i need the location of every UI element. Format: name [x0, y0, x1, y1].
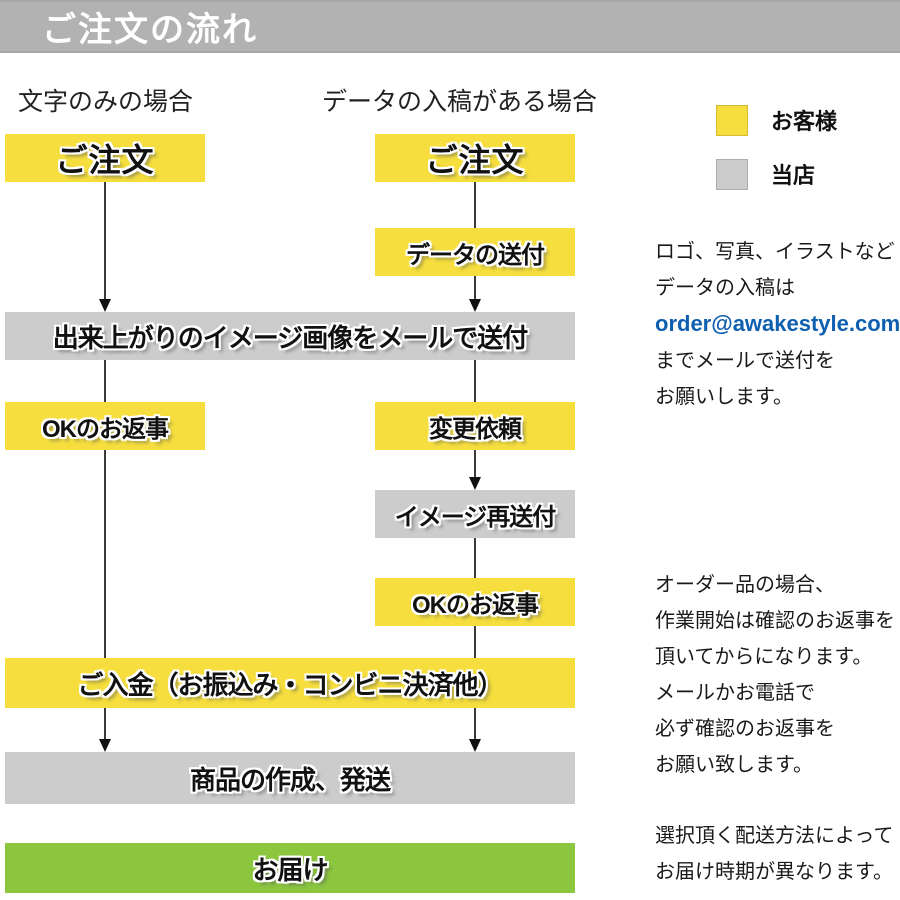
- flow-connector: [474, 450, 476, 480]
- step-label: イメージ再送付: [394, 503, 557, 531]
- shop-color-swatch: [716, 158, 748, 190]
- step-label: お届け: [252, 854, 328, 885]
- step-label: OKのお返事: [42, 415, 169, 443]
- note-shipping-time: 選択頂く配送方法によって お届け時期が異なります。: [655, 818, 900, 890]
- flow-connector: [474, 538, 476, 578]
- arrow-down-icon: [99, 299, 111, 312]
- note-line: データの入稿は: [655, 277, 795, 299]
- step-data-send: データの送付: [375, 228, 575, 276]
- page-title: ご注文の流れ: [42, 11, 258, 49]
- customer-color-swatch: [716, 104, 748, 136]
- arrow-down-icon: [99, 739, 111, 752]
- step-production-shipping: 商品の作成、発送: [5, 752, 575, 804]
- legend: お客様 当店: [716, 104, 837, 212]
- legend-item-customer: お客様: [716, 104, 837, 136]
- note-line: 選択頂く配送方法によって: [655, 825, 894, 847]
- note-line: お願い致します。: [655, 754, 813, 776]
- page-header: ご注文の流れ: [0, 0, 900, 53]
- step-label: OKのお返事: [412, 591, 539, 619]
- note-data-upload: ロゴ、写真、イラストなど データの入稿は order@awakestyle.co…: [655, 234, 900, 415]
- flow-connector: [474, 276, 476, 302]
- step-delivery: お届け: [5, 843, 575, 893]
- email-link[interactable]: order@awakestyle.com: [655, 311, 900, 336]
- note-line: 必ず確認のお返事を: [655, 718, 835, 740]
- note-line: までメールで送付を: [655, 350, 835, 372]
- step-order-left: ご注文: [5, 134, 205, 182]
- arrow-down-icon: [469, 477, 481, 490]
- step-ok-reply-right: OKのお返事: [375, 578, 575, 626]
- step-image-mail: 出来上がりのイメージ画像をメールで送付: [5, 312, 575, 360]
- flow-connector: [474, 182, 476, 228]
- note-line: メールかお電話で: [655, 682, 815, 704]
- step-label: ご入金（お振込み・コンビニ決済他）: [77, 669, 503, 700]
- step-label: ご注文: [425, 142, 525, 178]
- column-header-text-only: 文字のみの場合: [18, 88, 194, 116]
- step-ok-reply-left: OKのお返事: [5, 402, 205, 450]
- note-line: オーダー品の場合、: [655, 574, 835, 596]
- step-label: ご注文: [55, 142, 155, 178]
- legend-label-customer: お客様: [771, 109, 838, 134]
- step-label: 商品の作成、発送: [189, 764, 391, 795]
- flow-connector: [474, 360, 476, 402]
- note-order-confirmation: オーダー品の場合、 作業開始は確認のお返事を 頂いてからになります。 メールかお…: [655, 567, 900, 783]
- step-payment: ご入金（お振込み・コンビニ決済他）: [5, 658, 575, 708]
- step-label: 出来上がりのイメージ画像をメールで送付: [52, 322, 528, 353]
- note-line: 頂いてからになります。: [655, 646, 873, 668]
- step-order-right: ご注文: [375, 134, 575, 182]
- note-line: 作業開始は確認のお返事を: [655, 610, 895, 632]
- legend-item-shop: 当店: [716, 158, 837, 190]
- flow-connector: [104, 182, 106, 300]
- legend-label-shop: 当店: [771, 163, 816, 188]
- note-line: ロゴ、写真、イラストなど: [655, 241, 895, 263]
- column-header-with-data: データの入稿がある場合: [322, 88, 598, 116]
- arrow-down-icon: [469, 299, 481, 312]
- arrow-down-icon: [469, 739, 481, 752]
- step-change-request: 変更依頼: [375, 402, 575, 450]
- step-image-resend: イメージ再送付: [375, 490, 575, 538]
- step-label: データの送付: [406, 241, 545, 269]
- note-line: お届け時期が異なります。: [655, 861, 893, 883]
- flow-connector: [104, 360, 106, 402]
- step-label: 変更依頼: [429, 415, 522, 443]
- note-line: お願いします。: [655, 386, 793, 408]
- flow-connector: [104, 450, 106, 742]
